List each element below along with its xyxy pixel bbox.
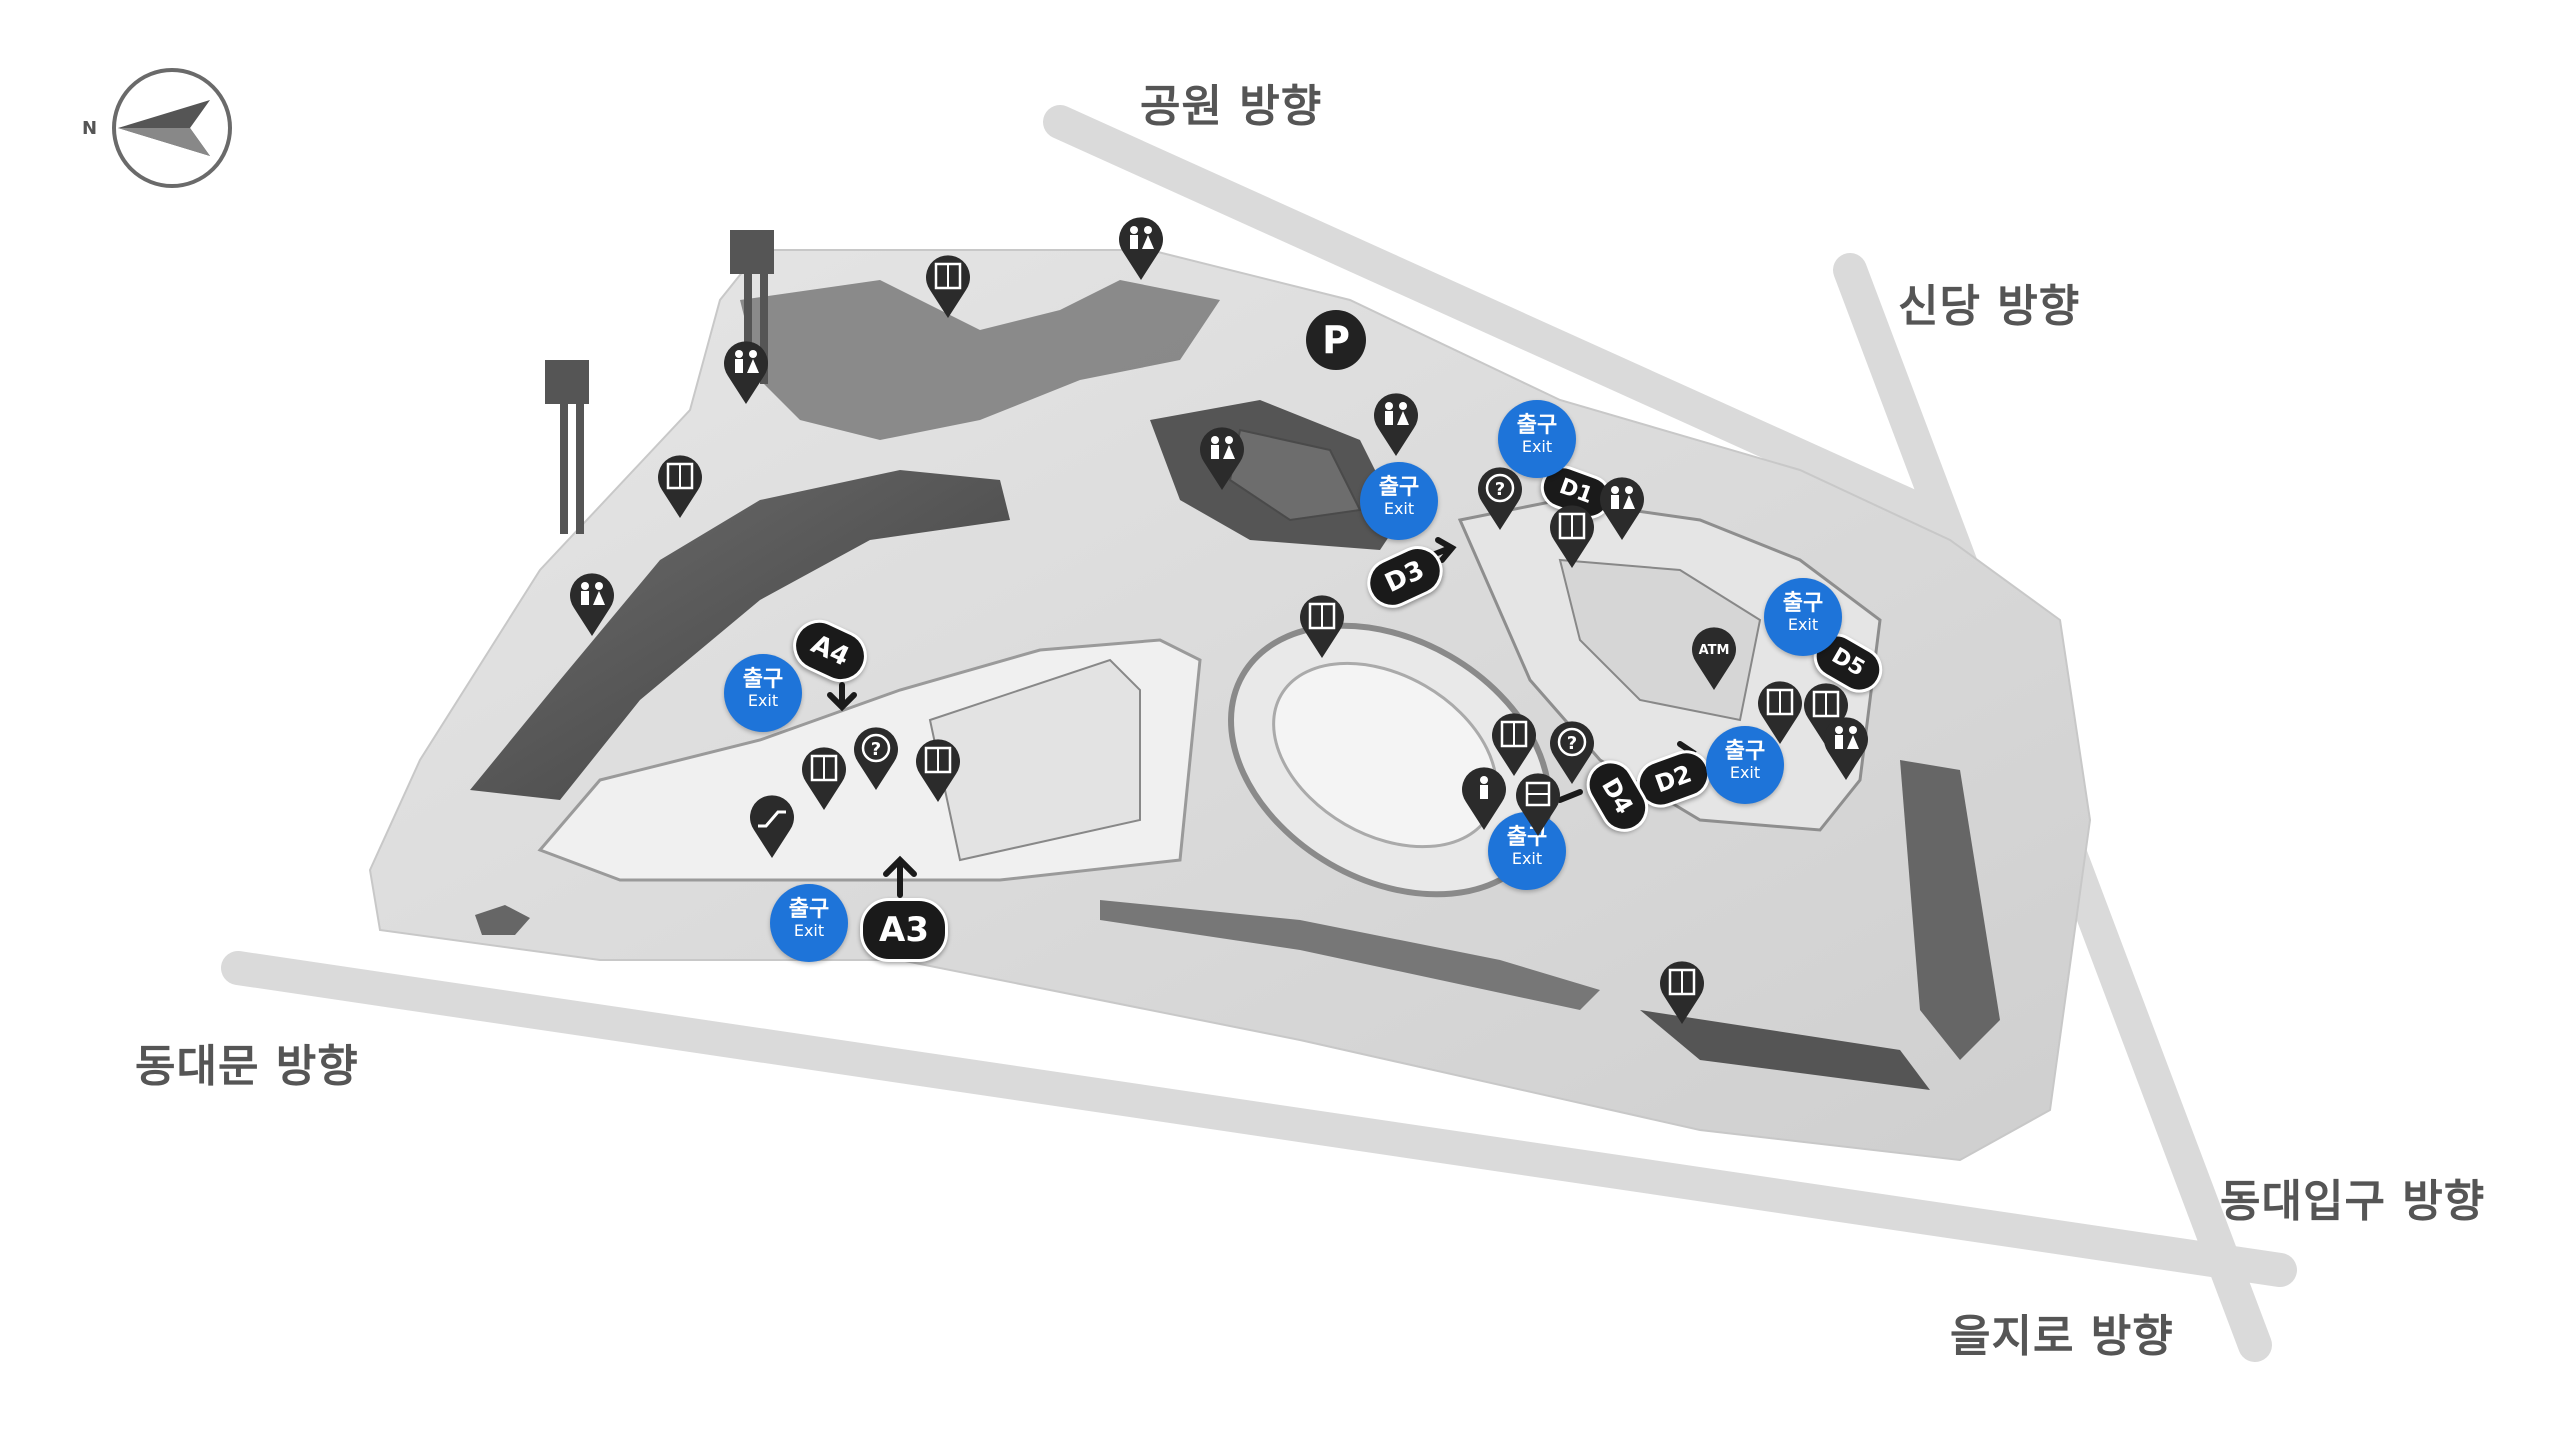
elevator-icon[interactable] [912,734,964,804]
svg-text:?: ? [871,739,881,760]
exit-badge-en: Exit [747,691,779,710]
elevator-icon[interactable] [1656,956,1708,1026]
terrace-northwest [470,470,1010,800]
atm-icon[interactable]: ATM [1688,622,1740,692]
gate-a3[interactable]: A3 [860,898,948,962]
direction-label-euljiro: 을지로 방향 [1950,1311,2174,1362]
exit-badge-en: Exit [1787,615,1819,634]
exit-badge-a4[interactable]: 출구 Exit [724,654,802,732]
exit-badge-a3[interactable]: 출구 Exit [770,884,848,962]
exit-badge-en: Exit [1383,499,1415,518]
restroom-icon[interactable] [1196,422,1248,492]
exit-badge-d2[interactable]: 출구 Exit [1706,726,1784,804]
terrace-south-lines [1100,900,1600,1010]
exit-badge-en: Exit [1521,437,1553,456]
terrace-upper [740,280,1220,440]
exit-badge-ko: 출구 [742,667,784,692]
restroom-icon[interactable] [1820,712,1872,782]
info-icon[interactable]: ? [1546,716,1598,786]
svg-text:?: ? [1495,479,1505,500]
terrace-east [1900,760,2000,1060]
elevator-icon[interactable] [654,450,706,520]
compass-north-label: N [82,118,98,139]
exit-badge-d4[interactable]: 출구 Exit [1488,812,1566,890]
exit-badge-ko: 출구 [1724,739,1766,764]
info-icon[interactable]: ? [850,722,902,792]
exit-badge-en: Exit [793,921,825,940]
direction-label-park: 공원 방향 [1140,81,1323,132]
light-tower-1 [730,230,774,384]
restroom-icon[interactable] [1370,388,1422,458]
exit-badge-d1[interactable]: 출구 Exit [1498,400,1576,478]
svg-text:ATM: ATM [1699,643,1730,658]
elevator-icon[interactable] [1800,678,1852,748]
terrace-southeast [1640,1010,1930,1090]
compass-icon [112,68,232,188]
exit-badge-en: Exit [1511,849,1543,868]
restroom-icon[interactable] [566,568,618,638]
restroom-icon[interactable] [1596,472,1648,542]
exit-badge-en: Exit [1729,763,1761,782]
exit-badge-ko: 출구 [1782,591,1824,616]
direction-label-dongdaemun: 동대문 방향 [135,1041,359,1092]
elevator-icon[interactable] [1488,708,1540,778]
exit-badge-ko: 출구 [788,897,830,922]
direction-label-dongdaeipgu: 동대입구 방향 [2220,1176,2486,1227]
exit-badge-ko: 출구 [1378,475,1420,500]
stone-marker [475,905,530,935]
road-dongdaemun-bottom [221,951,2297,1287]
locker-icon[interactable] [1512,768,1564,838]
light-tower-2 [545,360,589,534]
exit-badge-d5[interactable]: 출구 Exit [1764,578,1842,656]
svg-text:?: ? [1567,733,1577,754]
restroom-icon[interactable] [720,336,772,406]
elevator-icon[interactable] [1754,676,1806,746]
exit-badge-d3[interactable]: 출구 Exit [1360,462,1438,540]
direction-label-sindang: 신당 방향 [1898,281,2081,332]
parking-icon[interactable]: P [1306,310,1366,370]
building-west-inner [928,658,1141,862]
exit-badge-ko: 출구 [1516,413,1558,438]
elevator-icon[interactable] [922,250,974,320]
elevator-icon[interactable] [1296,590,1348,660]
restroom-icon[interactable] [1458,762,1510,832]
info-icon[interactable]: ? [1474,462,1526,532]
elevator-icon[interactable] [1546,500,1598,570]
restroom-icon[interactable] [1115,212,1167,282]
road-park-diagonal [1043,105,1947,532]
escalator-icon[interactable] [746,790,798,860]
elevator-icon[interactable] [798,742,850,812]
